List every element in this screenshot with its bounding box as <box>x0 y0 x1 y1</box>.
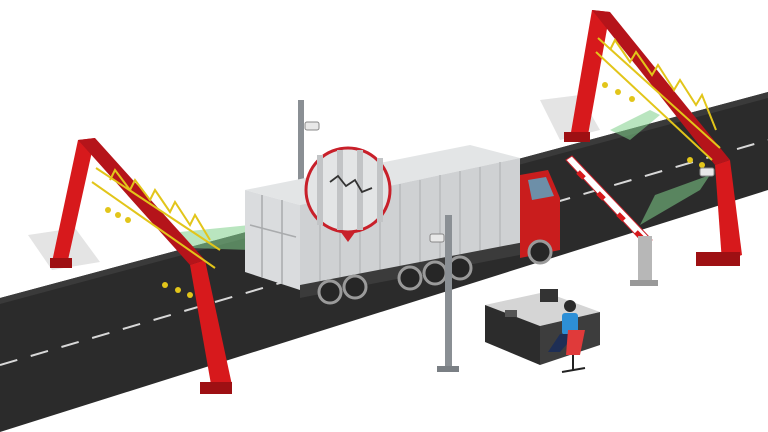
scan-beams <box>180 110 710 250</box>
gantry-right-truss <box>595 37 721 161</box>
crack-line <box>329 174 373 194</box>
scan-beam-left <box>180 225 250 250</box>
barrier-post <box>638 236 652 284</box>
office-chair <box>566 330 585 355</box>
gantry-left-beam <box>78 138 205 265</box>
monitor-icon <box>540 289 558 302</box>
scan-beam-top <box>610 110 660 140</box>
gantry-left-foot-back <box>50 258 72 268</box>
container-back <box>245 190 300 290</box>
desk-left <box>485 305 540 365</box>
truck-windshield <box>528 177 554 200</box>
operator-workstation <box>485 289 600 373</box>
container-door-details <box>249 195 297 284</box>
gantry-right-foot-front <box>696 252 740 266</box>
container-ribs <box>319 162 501 286</box>
gantry-left-sensors <box>105 207 193 298</box>
operator-head <box>564 300 576 312</box>
magnifier-pointer <box>340 231 356 242</box>
gantry-scanner-left <box>28 138 232 394</box>
operator-body <box>562 313 578 335</box>
truck-wheels <box>317 239 553 305</box>
gantry-right-sensors <box>602 82 705 168</box>
crack-detail-magnifier <box>304 146 392 242</box>
gantry-left-leg-front <box>190 260 232 390</box>
phone-icon <box>505 310 517 317</box>
gantry-right-leg-front <box>715 160 742 262</box>
camera-icon-back <box>304 121 320 131</box>
barrier-gate <box>565 155 658 286</box>
camera-pole-back <box>298 100 320 190</box>
scan-beam-right <box>640 175 710 225</box>
gantry-left-foot-front <box>200 382 232 394</box>
gantry-scanner-right <box>540 10 742 266</box>
gantry-left-truss <box>91 167 221 269</box>
camera-icon-front <box>429 233 445 243</box>
camera-icon-right <box>699 167 715 177</box>
gantry-right-foot-back <box>564 132 590 142</box>
gantry-left-leg-back <box>52 138 95 262</box>
gantry-right-leg-back <box>570 10 610 138</box>
camera-pole-front <box>429 215 459 372</box>
container-truck <box>245 145 560 305</box>
